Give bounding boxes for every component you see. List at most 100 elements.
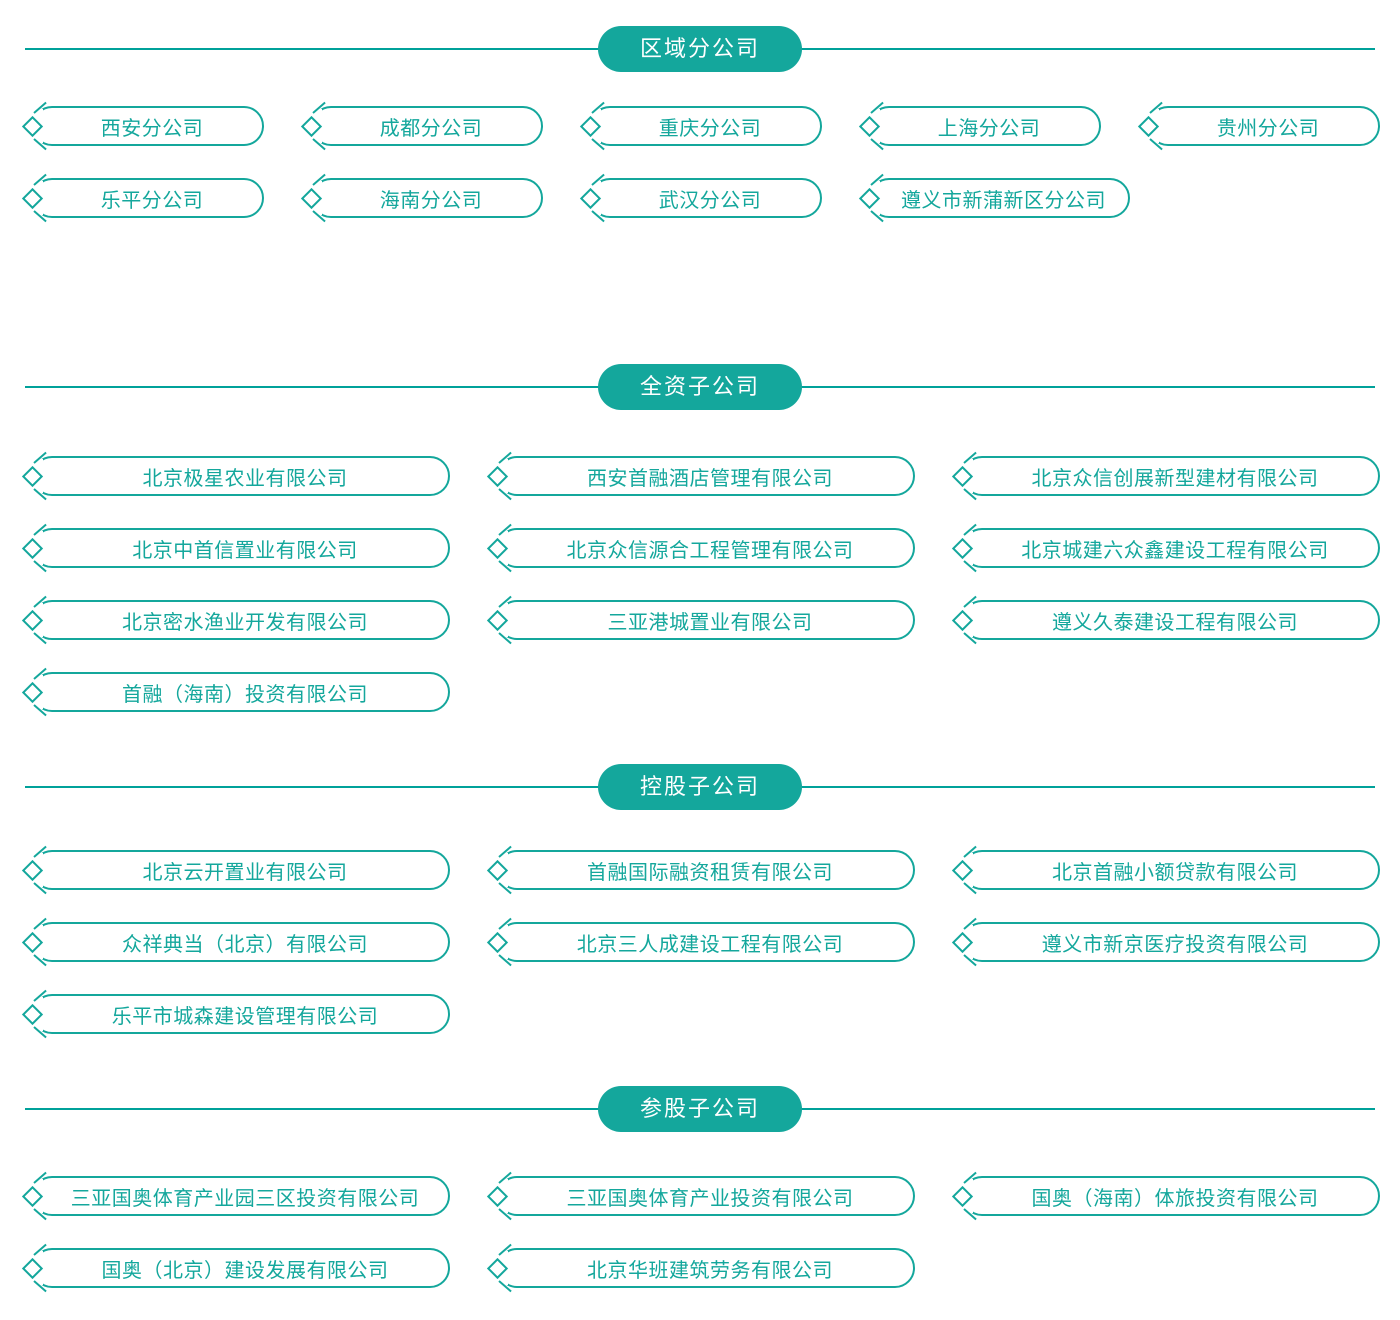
- company-item-body[interactable]: 乐平市城森建设管理有限公司: [32, 994, 450, 1034]
- section-items-participating-subsidiaries: 三亚国奥体育产业园三区投资有限公司 三亚国奥体育产业投资有限公司 国奥（海南）体旅投…: [0, 1171, 1400, 1293]
- company-item[interactable]: 乐平分公司: [21, 173, 264, 223]
- company-item-body[interactable]: 重庆分公司: [590, 106, 822, 146]
- section-items-wholly-owned-subsidiaries: 北京极星农业有限公司 西安首融酒店管理有限公司 北京众信创展新型建材有限公司北京中首…: [0, 451, 1400, 717]
- company-item-label: 上海分公司: [937, 117, 1041, 140]
- company-item-label: 遵义久泰建设工程有限公司: [1052, 611, 1298, 634]
- company-item-body[interactable]: 三亚国奥体育产业投资有限公司: [497, 1176, 915, 1216]
- company-item[interactable]: 北京华班建筑劳务有限公司: [486, 1243, 915, 1293]
- section-title-pill: 区域分公司: [598, 26, 802, 72]
- company-item-label: 海南分公司: [379, 189, 483, 212]
- company-item[interactable]: 北京众信创展新型建材有限公司: [951, 451, 1380, 501]
- company-item-label: 北京中首信置业有限公司: [132, 539, 358, 562]
- company-item[interactable]: 西安首融酒店管理有限公司: [486, 451, 915, 501]
- company-item[interactable]: 贵州分公司: [1137, 101, 1380, 151]
- company-item-label: 重庆分公司: [658, 117, 762, 140]
- company-item-body[interactable]: 国奥（北京）建设发展有限公司: [32, 1248, 450, 1288]
- company-item-body[interactable]: 西安首融酒店管理有限公司: [497, 456, 915, 496]
- company-item-body[interactable]: 北京三人成建设工程有限公司: [497, 922, 915, 962]
- company-item-label: 遵义市新蒲新区分公司: [901, 189, 1106, 212]
- company-item[interactable]: 北京密水渔业开发有限公司: [21, 595, 450, 645]
- company-item[interactable]: 西安分公司: [21, 101, 264, 151]
- company-item-label: 三亚国奥体育产业投资有限公司: [566, 1187, 854, 1210]
- company-item-body[interactable]: 北京密水渔业开发有限公司: [32, 600, 450, 640]
- company-item[interactable]: 上海分公司: [858, 101, 1101, 151]
- company-item[interactable]: 众祥典当（北京）有限公司: [21, 917, 450, 967]
- company-item-body[interactable]: 众祥典当（北京）有限公司: [32, 922, 450, 962]
- company-item-label: 北京众信创展新型建材有限公司: [1031, 467, 1319, 490]
- company-item[interactable]: 遵义久泰建设工程有限公司: [951, 595, 1380, 645]
- company-item[interactable]: 国奥（海南）体旅投资有限公司: [951, 1171, 1380, 1221]
- company-item-body[interactable]: 北京众信创展新型建材有限公司: [962, 456, 1380, 496]
- company-item[interactable]: 遵义市新京医疗投资有限公司: [951, 917, 1380, 967]
- item-row: 首融（海南）投资有限公司: [21, 667, 1375, 717]
- company-item[interactable]: 三亚国奥体育产业投资有限公司: [486, 1171, 915, 1221]
- company-item-label: 三亚港城置业有限公司: [607, 611, 813, 634]
- company-item-label: 贵州分公司: [1216, 117, 1320, 140]
- company-item-body[interactable]: 三亚港城置业有限公司: [497, 600, 915, 640]
- company-item-label: 西安分公司: [100, 117, 204, 140]
- section-header-controlled-subsidiaries: 控股子公司: [0, 764, 1400, 810]
- company-item-label: 北京云开置业有限公司: [142, 861, 348, 884]
- company-item[interactable]: 北京中首信置业有限公司: [21, 523, 450, 573]
- section-header-wholly-owned-subsidiaries: 全资子公司: [0, 364, 1400, 410]
- company-item[interactable]: 国奥（北京）建设发展有限公司: [21, 1243, 450, 1293]
- company-item-body[interactable]: 北京云开置业有限公司: [32, 850, 450, 890]
- section-title-pill: 参股子公司: [598, 1086, 802, 1132]
- item-row: 北京中首信置业有限公司 北京众信源合工程管理有限公司 北京城建六众鑫建设工程有限公司: [21, 523, 1380, 573]
- company-item[interactable]: 重庆分公司: [579, 101, 822, 151]
- company-item-body[interactable]: 北京首融小额贷款有限公司: [962, 850, 1380, 890]
- company-item-body[interactable]: 遵义市新蒲新区分公司: [869, 178, 1130, 218]
- company-item[interactable]: 乐平市城森建设管理有限公司: [21, 989, 450, 1039]
- section-participating-subsidiaries: 参股子公司三亚国奥体育产业园三区投资有限公司 三亚国奥体育产业投资有限公司 国奥（海…: [0, 1034, 1400, 1293]
- company-item-body[interactable]: 遵义市新京医疗投资有限公司: [962, 922, 1380, 962]
- item-row: 西安分公司 成都分公司 重庆分公司 上海分公司 贵州分公司: [21, 101, 1380, 151]
- company-item-body[interactable]: 首融（海南）投资有限公司: [32, 672, 450, 712]
- company-item-label: 众祥典当（北京）有限公司: [122, 933, 368, 956]
- company-item-label: 北京城建六众鑫建设工程有限公司: [1021, 539, 1329, 562]
- company-item[interactable]: 北京云开置业有限公司: [21, 845, 450, 895]
- section-header-participating-subsidiaries: 参股子公司: [0, 1086, 1400, 1132]
- company-item[interactable]: 海南分公司: [300, 173, 543, 223]
- company-item[interactable]: 北京众信源合工程管理有限公司: [486, 523, 915, 573]
- company-item-body[interactable]: 上海分公司: [869, 106, 1101, 146]
- company-item-label: 北京众信源合工程管理有限公司: [566, 539, 854, 562]
- company-item-label: 北京三人成建设工程有限公司: [576, 933, 844, 956]
- section-regional-branches: 区域分公司西安分公司 成都分公司 重庆分公司 上海分公司 贵州分公司乐平分公司 海南分公司…: [0, 0, 1400, 223]
- company-item-body[interactable]: 西安分公司: [32, 106, 264, 146]
- item-row: 北京云开置业有限公司 首融国际融资租赁有限公司 北京首融小额贷款有限公司: [21, 845, 1380, 895]
- company-item-body[interactable]: 海南分公司: [311, 178, 543, 218]
- company-item[interactable]: 三亚国奥体育产业园三区投资有限公司: [21, 1171, 450, 1221]
- company-item-body[interactable]: 北京众信源合工程管理有限公司: [497, 528, 915, 568]
- company-item-body[interactable]: 武汉分公司: [590, 178, 822, 218]
- company-item[interactable]: 北京极星农业有限公司: [21, 451, 450, 501]
- company-item-body[interactable]: 国奥（海南）体旅投资有限公司: [962, 1176, 1380, 1216]
- company-item-body[interactable]: 三亚国奥体育产业园三区投资有限公司: [32, 1176, 450, 1216]
- company-item[interactable]: 北京三人成建设工程有限公司: [486, 917, 915, 967]
- company-item-body[interactable]: 北京中首信置业有限公司: [32, 528, 450, 568]
- company-item[interactable]: 北京城建六众鑫建设工程有限公司: [951, 523, 1380, 573]
- company-item-body[interactable]: 首融国际融资租赁有限公司: [497, 850, 915, 890]
- company-item[interactable]: 首融（海南）投资有限公司: [21, 667, 450, 717]
- item-row: 北京极星农业有限公司 西安首融酒店管理有限公司 北京众信创展新型建材有限公司: [21, 451, 1380, 501]
- company-item[interactable]: 三亚港城置业有限公司: [486, 595, 915, 645]
- section-items-regional-branches: 西安分公司 成都分公司 重庆分公司 上海分公司 贵州分公司乐平分公司 海南分公司 武汉分公司…: [0, 101, 1400, 223]
- company-item-label: 成都分公司: [379, 117, 483, 140]
- company-item-label: 西安首融酒店管理有限公司: [587, 467, 833, 490]
- company-item[interactable]: 武汉分公司: [579, 173, 822, 223]
- company-item[interactable]: 首融国际融资租赁有限公司: [486, 845, 915, 895]
- company-item-body[interactable]: 北京城建六众鑫建设工程有限公司: [962, 528, 1380, 568]
- company-item-body[interactable]: 北京极星农业有限公司: [32, 456, 450, 496]
- company-item-body[interactable]: 乐平分公司: [32, 178, 264, 218]
- company-item-body[interactable]: 北京华班建筑劳务有限公司: [497, 1248, 915, 1288]
- company-item-body[interactable]: 贵州分公司: [1148, 106, 1380, 146]
- company-item-label: 乐平分公司: [100, 189, 204, 212]
- company-item[interactable]: 成都分公司: [300, 101, 543, 151]
- section-wholly-owned-subsidiaries: 全资子公司北京极星农业有限公司 西安首融酒店管理有限公司 北京众信创展新型建材有限公…: [0, 292, 1400, 717]
- section-title-pill: 全资子公司: [598, 364, 802, 410]
- company-item-body[interactable]: 遵义久泰建设工程有限公司: [962, 600, 1380, 640]
- section-controlled-subsidiaries: 控股子公司北京云开置业有限公司 首融国际融资租赁有限公司 北京首融小额贷款有限公司众…: [0, 712, 1400, 1039]
- company-item[interactable]: 北京首融小额贷款有限公司: [951, 845, 1380, 895]
- company-item-label: 北京密水渔业开发有限公司: [122, 611, 368, 634]
- company-item[interactable]: 遵义市新蒲新区分公司: [858, 173, 1130, 223]
- company-item-body[interactable]: 成都分公司: [311, 106, 543, 146]
